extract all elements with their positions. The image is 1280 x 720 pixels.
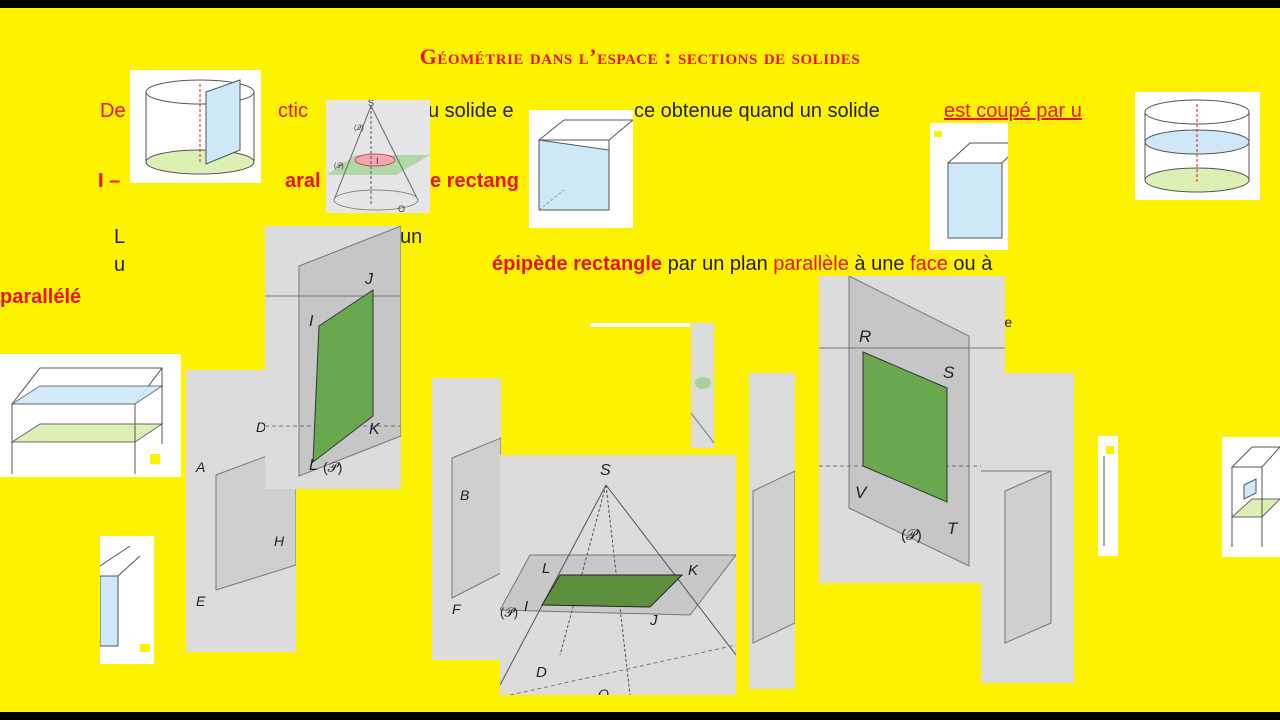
definition-fragment-5: est coupé par u <box>944 100 1082 122</box>
label-J-pyramid: J <box>649 612 658 629</box>
cone-label-S: S <box>368 100 374 108</box>
term-face: face <box>910 253 948 275</box>
label-O-pyramid: O <box>598 686 609 695</box>
label-J: J <box>364 271 374 288</box>
slide-title: Géométrie dans l’espace : sections de so… <box>419 44 861 69</box>
label-L-pyramid: L <box>542 560 550 577</box>
cylinder-section-thumbnail <box>130 70 261 183</box>
definition-fragment-3: u solide e <box>428 100 514 122</box>
small-fragment-thumbnail <box>1098 436 1118 556</box>
text-par-un-plan: par un plan <box>662 253 774 275</box>
label-plane-P-left: (𝒫) <box>323 459 342 475</box>
cone-section-thumbnail: S I O (𝒬) (𝒫) <box>326 100 430 213</box>
parallelepiped-figure-far-right <box>981 373 1074 683</box>
cone-label-Q: (𝒬) <box>354 125 364 132</box>
text-fragment-L: L <box>114 226 126 248</box>
section-heading-fragment-1: I – <box>98 170 121 192</box>
label-T: T <box>947 519 959 538</box>
label-H: H <box>274 533 285 549</box>
cone-fragment-thumbnail <box>691 323 714 448</box>
label-D: D <box>256 419 266 435</box>
cylinder-horizontal-section-thumbnail <box>1135 92 1260 200</box>
label-L: L <box>309 457 318 474</box>
slide: Géométrie dans l’espace : sections de so… <box>0 8 1280 712</box>
text-a-une: à une <box>848 253 911 275</box>
text-fragment-parallele: parallélé <box>0 286 82 308</box>
pyramid-section-figure: S L K I J D (𝒫) O <box>500 455 736 695</box>
plane-section-IJKL: I J K L (𝒫) <box>265 226 401 489</box>
term-parallele: parallèle <box>773 253 849 275</box>
text-fragment-un: un <box>400 226 423 248</box>
label-plane-P-pyramid: (𝒫) <box>500 605 518 620</box>
parallelepiped-figure-right-edge <box>749 373 795 689</box>
property-line: épipède rectangle par un plan parallèle … <box>492 253 992 276</box>
box-vertical-section-thumbnail <box>100 536 154 664</box>
label-S-pyramid: S <box>600 462 611 479</box>
cone-label-O: O <box>398 204 405 213</box>
white-strip <box>590 323 690 327</box>
cone-label-P: (𝒫) <box>334 163 344 170</box>
label-D-pyramid: D <box>536 664 547 681</box>
label-A: A <box>195 459 205 475</box>
parallelepiped-figure-middle: B F <box>432 378 501 660</box>
box-section-thumbnail-2 <box>930 123 1008 250</box>
text-ou-a: ou à <box>947 253 993 275</box>
box-small-section-thumbnail <box>1222 437 1280 557</box>
label-I: I <box>309 313 314 330</box>
label-plane-P-right: (𝒫) <box>901 527 922 544</box>
label-S: S <box>943 363 955 382</box>
label-R: R <box>859 327 871 346</box>
plane-section-RSTV: R S V T (𝒫) <box>819 276 1005 583</box>
section-heading-fragment-3: e rectang <box>430 170 519 192</box>
definition-fragment-4: ce obtenue quand un solide <box>634 100 880 122</box>
box-section-thumbnail-1 <box>529 110 633 228</box>
label-K: K <box>369 421 381 438</box>
label-E: E <box>196 593 206 609</box>
section-heading-fragment-2: aral <box>285 170 321 192</box>
term-parallelepipede: épipède rectangle <box>492 253 663 275</box>
cone-label-I: I <box>376 156 379 166</box>
label-B: B <box>460 487 469 503</box>
label-F: F <box>452 601 462 617</box>
label-K-pyramid: K <box>688 562 699 579</box>
label-V: V <box>855 483 868 502</box>
box-horizontal-section-thumbnail <box>0 354 181 477</box>
label-I-pyramid: I <box>524 598 528 615</box>
definition-fragment-1: De <box>100 100 126 122</box>
definition-fragment-2: ctic <box>278 100 308 122</box>
text-fragment-u: u <box>114 254 126 276</box>
